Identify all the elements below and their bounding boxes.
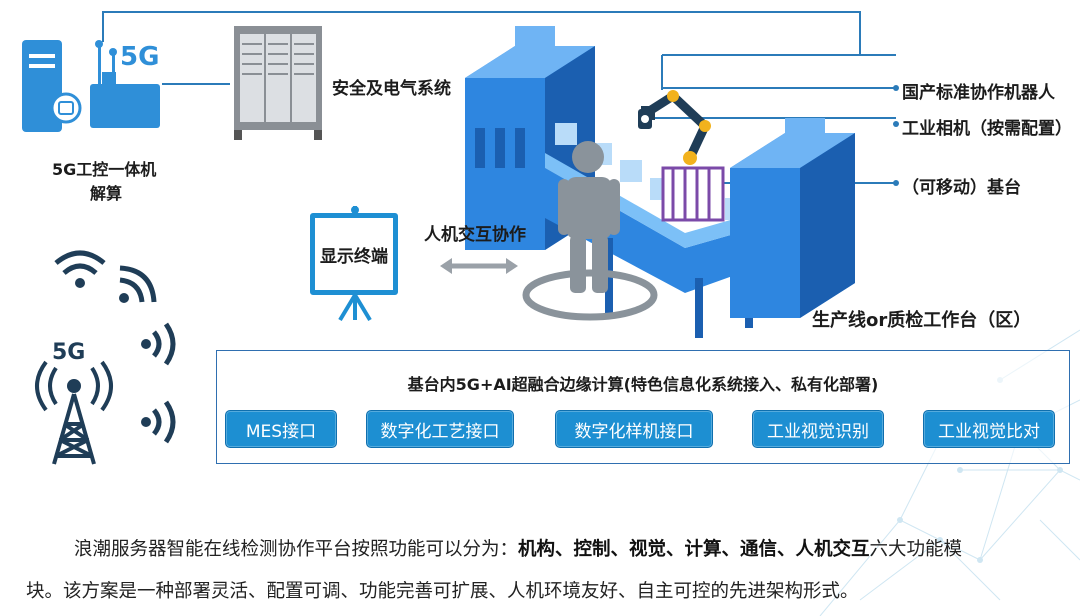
base-label: （可移动）基台 bbox=[902, 178, 1021, 198]
display-terminal-label: 显示终端 bbox=[320, 246, 388, 267]
camera-icon bbox=[638, 109, 652, 129]
caption-bold-modules: 机构、控制、视觉、计算、通信、人机交互 bbox=[518, 539, 870, 560]
industrial-pc-label: 5G工控一体机 bbox=[52, 160, 157, 179]
caption-line-2: 块。该方案是一种部署灵活、配置可调、功能完善可扩展、人机环境友好、自主可控的先进… bbox=[26, 581, 859, 602]
display-stand-icon bbox=[338, 206, 372, 322]
camera-label: 工业相机（按需配置） bbox=[902, 119, 1072, 139]
robot-label: 国产标准协作机器人 bbox=[902, 83, 1055, 103]
connector-lines bbox=[102, 11, 899, 186]
digital-process-interface-button[interactable]: 数字化工艺接口 bbox=[366, 410, 514, 448]
production-line-illustration bbox=[465, 26, 855, 338]
edge-computing-platform: 基台内5G+AI超融合边缘计算(特色信息化系统接入、私有化部署) MES接口 数… bbox=[216, 350, 1070, 464]
operator-figure-icon bbox=[522, 141, 658, 321]
fiveg-tower-icon bbox=[35, 360, 113, 465]
safety-electric-label: 安全及电气系统 bbox=[332, 79, 451, 99]
vision-recognition-button[interactable]: 工业视觉识别 bbox=[752, 410, 884, 448]
signal-waves-icon-2 bbox=[141, 322, 176, 366]
double-arrow-icon bbox=[440, 258, 518, 274]
tower-fiveg-badge: 5G bbox=[52, 340, 86, 365]
production-line-label: 生产线or质检工作台（区） bbox=[812, 310, 1032, 331]
caption-suffix: 六大功能模 bbox=[869, 539, 963, 560]
industrial-pc-icon bbox=[22, 40, 160, 132]
industrial-pc-label-line2: 解算 bbox=[90, 184, 123, 203]
vision-comparison-button[interactable]: 工业视觉比对 bbox=[923, 410, 1055, 448]
caption-line-1: 浪潮服务器智能在线检测协作平台按照功能可以分为：机构、控制、视觉、计算、通信、人… bbox=[26, 530, 1066, 570]
platform-title: 基台内5G+AI超融合边缘计算(特色信息化系统接入、私有化部署) bbox=[407, 375, 879, 394]
caption-prefix: 浪潮服务器智能在线检测协作平台按照功能可以分为： bbox=[74, 539, 519, 560]
fiveg-badge: 5G bbox=[120, 42, 160, 72]
hmi-label: 人机交互协作 bbox=[424, 225, 526, 245]
electrical-cabinet-icon bbox=[234, 26, 322, 140]
digital-prototype-interface-button[interactable]: 数字化样机接口 bbox=[555, 410, 713, 448]
mes-interface-button[interactable]: MES接口 bbox=[225, 410, 337, 448]
wifi-icon bbox=[54, 250, 106, 288]
signal-waves-icon-1 bbox=[119, 265, 157, 303]
signal-waves-icon-3 bbox=[141, 400, 176, 444]
